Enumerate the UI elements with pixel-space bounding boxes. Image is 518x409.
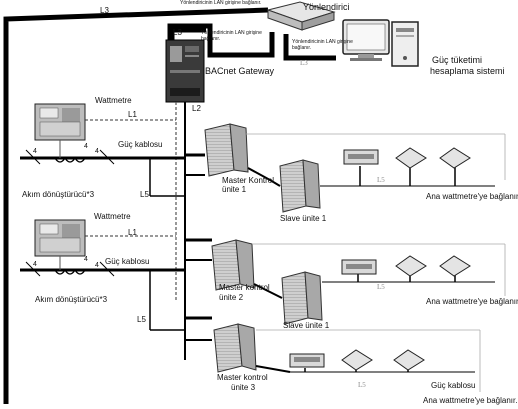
pc-label-line2: hesaplama sistemi — [430, 66, 505, 76]
slave-label-1: Slave ünite 1 — [280, 214, 327, 223]
ana-label-1: Ana wattmetre'ye bağlanır. — [426, 192, 518, 201]
l2-label: L2 — [192, 104, 201, 113]
master-3-line1: Master kontrol — [217, 373, 268, 382]
wattmetre-label-1: Wattmetre — [95, 96, 132, 105]
guc-kablosu-label-2: Güç kablosu — [105, 257, 150, 266]
l5-label-2: L5 — [137, 315, 146, 324]
l3-label-gateway: L3 — [173, 28, 182, 37]
bacnet-gateway-device — [165, 39, 205, 103]
master-unit-1 — [204, 123, 249, 177]
indoor-row-1 — [246, 133, 506, 187]
wattmeter-1 — [34, 103, 86, 141]
l5-row3-label: L5 — [358, 381, 366, 389]
l5-row1-label: L5 — [377, 176, 385, 184]
indoor-row-3 — [256, 329, 481, 392]
router-label: Yönlendirici — [303, 2, 350, 12]
router-note-left: Yönlendiricinin LAN girişine bağlanır. — [180, 0, 262, 6]
l1-label-2: L1 — [128, 228, 137, 237]
akim-label-2: Akım dönüştürücü*3 — [35, 295, 108, 304]
gateway-note: Yönlendiricinin LAN girişine bağlanır. — [201, 30, 262, 42]
l3-label-pc: L3 — [300, 59, 308, 67]
master-unit-2 — [211, 239, 255, 291]
four-label-1a: 4 — [33, 148, 37, 155]
indoor-row-2 — [252, 243, 506, 296]
master-1-line2: ünite 1 — [222, 185, 247, 194]
guc-kablosu-label-1: Güç kablosu — [118, 140, 163, 149]
guc-kablosu-label-3: Güç kablosu — [431, 381, 476, 390]
l1-label-1: L1 — [128, 110, 137, 119]
master-2-line2: ünite 2 — [219, 293, 244, 302]
master-1-line1: Master Kontrol — [222, 176, 275, 185]
l5-row2-label: L5 — [377, 283, 385, 291]
master-2-line1: Master kontrol — [219, 283, 270, 292]
four-label-1b: 4 — [84, 143, 88, 150]
computer-system — [342, 19, 419, 67]
unit-links — [247, 167, 291, 373]
master-unit-3 — [213, 323, 257, 373]
power-cable-2 — [20, 256, 185, 331]
four-label-2a: 4 — [33, 261, 37, 268]
slave-unit-2 — [281, 271, 323, 325]
l1-cables — [85, 119, 176, 237]
power-cable-1 — [20, 140, 185, 197]
l3-cable — [3, 7, 336, 404]
l5-label-1: L5 — [140, 190, 149, 199]
ana-label-2: Ana wattmetre'ye bağlanır. — [426, 297, 518, 306]
slave-unit-1 — [279, 159, 321, 213]
slave-label-2: Slave ünite 1 — [283, 321, 330, 330]
l2-bus — [175, 102, 212, 360]
router-device — [266, 1, 336, 31]
four-label-1c: 4 — [95, 148, 99, 155]
l3-label-top: L3 — [100, 6, 109, 15]
gateway-label: BACnet Gateway — [205, 66, 275, 76]
wattmeter-2 — [34, 219, 86, 257]
router-note-right: Yönlendiricinin LAN girişine bağlanır. — [292, 39, 353, 51]
master-3-line2: ünite 3 — [231, 383, 256, 392]
akim-label-1: Akım dönüştürücü*3 — [22, 190, 95, 199]
pc-label-line1: Güç tüketimi — [432, 55, 483, 65]
ana-label-3: Ana wattmetre'ye bağlanır. — [423, 396, 518, 405]
wattmetre-label-2: Wattmetre — [94, 212, 131, 221]
four-label-2c: 4 — [95, 262, 99, 269]
four-label-2b: 4 — [84, 256, 88, 263]
